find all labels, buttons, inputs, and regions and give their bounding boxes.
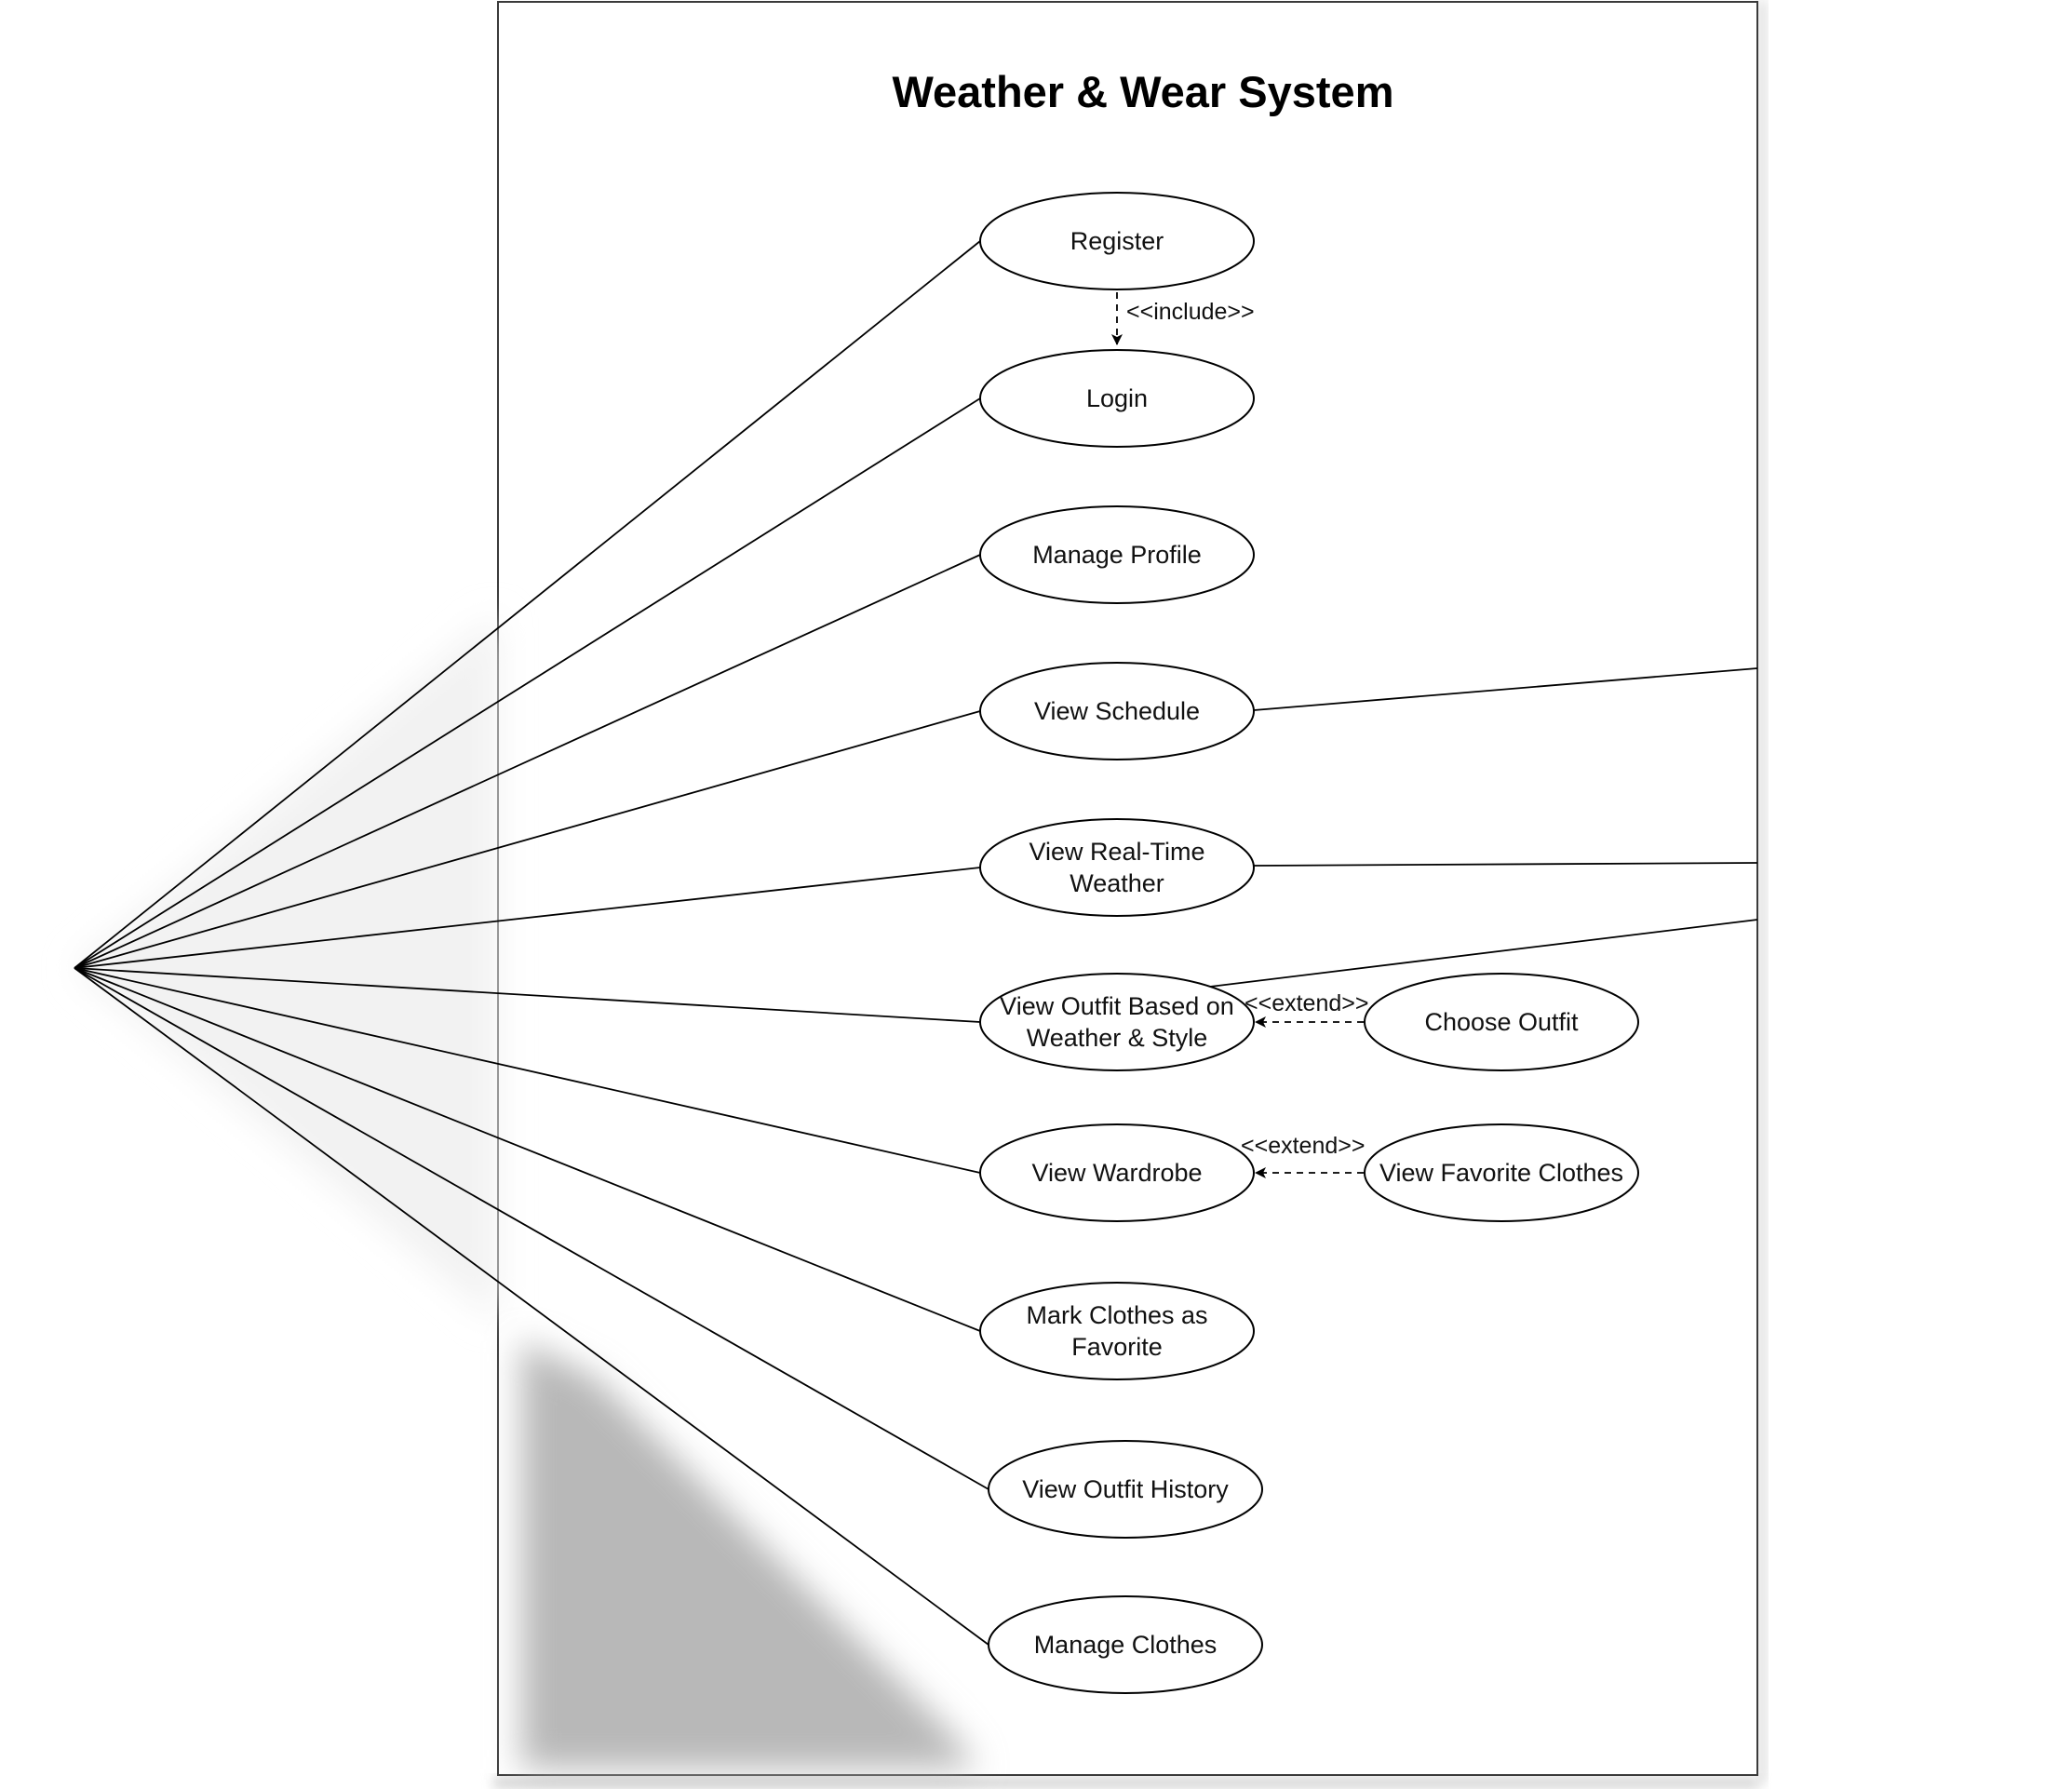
use-case-view-favorite-clothes[interactable]: View Favorite Clothes [1364, 1123, 1639, 1222]
use-case-label: Login [1086, 384, 1148, 412]
use-case-manage-profile[interactable]: Manage Profile [979, 505, 1255, 604]
association-manage-clothes [74, 967, 989, 1646]
dependency-lines [1111, 292, 1364, 1178]
use-case-label-line: Manage Clothes [1034, 1631, 1218, 1659]
use-case-label: Mark Clothes as Favorite [1026, 1301, 1207, 1361]
association-view-realtime-weather [74, 867, 981, 969]
use-case-label-line: View Wardrobe [1031, 1159, 1202, 1187]
page-shadow [493, 0, 1767, 1789]
page-curl-shadow [521, 1340, 977, 1769]
use-case-label-line: Weather & Style [1027, 1024, 1208, 1052]
use-case-label: View Outfit Based on Weather & Style [1000, 992, 1234, 1052]
use-case-label: View Schedule [1034, 697, 1200, 725]
association-view-outfit [74, 967, 981, 1023]
use-case-label-line: Manage Profile [1032, 541, 1202, 569]
use-case-view-outfit-history[interactable]: View Outfit History [988, 1440, 1263, 1539]
use-case-label: Manage Clothes [1034, 1631, 1218, 1659]
use-case-view-outfit[interactable]: View Outfit Based on Weather & Style [979, 973, 1255, 1071]
use-case-view-schedule[interactable]: View Schedule [979, 662, 1255, 760]
association-right-view-outfit [1209, 919, 1758, 988]
system-title: Weather & Wear System [893, 67, 1394, 116]
external-association-lines [1209, 667, 1758, 988]
association-view-outfit-history [74, 967, 989, 1490]
use-case-manage-clothes[interactable]: Manage Clothes [988, 1595, 1263, 1694]
use-case-label: View Favorite Clothes [1379, 1159, 1623, 1187]
use-case-label-line: View Real-Time [1029, 838, 1204, 866]
use-case-choose-outfit[interactable]: Choose Outfit [1364, 973, 1639, 1071]
association-manage-profile [74, 554, 981, 969]
actor-association-lines [74, 240, 989, 1646]
include-label: <<include>> [1126, 299, 1255, 325]
use-case-label-line: View Outfit History [1022, 1475, 1229, 1503]
fold-shadow [74, 614, 498, 1322]
association-login [74, 397, 981, 969]
use-case-label-line: View Schedule [1034, 697, 1200, 725]
use-case-login[interactable]: Login [979, 349, 1255, 448]
use-case-label-line: Mark Clothes as [1026, 1301, 1207, 1329]
use-case-label: Choose Outfit [1424, 1008, 1579, 1036]
use-case-label-line: Login [1086, 384, 1148, 412]
use-case-label: View Outfit History [1022, 1475, 1229, 1503]
use-case-label: Manage Profile [1032, 541, 1202, 569]
association-mark-favorite [74, 967, 981, 1332]
use-case-label-line: Favorite [1071, 1333, 1163, 1361]
use-case-label: View Wardrobe [1031, 1159, 1202, 1187]
use-case-label-line: Weather [1070, 869, 1164, 897]
association-view-schedule [74, 710, 981, 969]
association-register [74, 240, 981, 969]
association-view-wardrobe [74, 967, 981, 1174]
use-case-label-line: View Outfit Based on [1000, 992, 1234, 1020]
use-case-view-wardrobe[interactable]: View Wardrobe [979, 1123, 1255, 1222]
use-case-register[interactable]: Register [979, 192, 1255, 290]
use-cases: Register Login Manage Profile View Sched… [979, 192, 1639, 1694]
use-case-label-line: Choose Outfit [1424, 1008, 1579, 1036]
use-case-label-line: View Favorite Clothes [1379, 1159, 1623, 1187]
use-case-mark-favorite[interactable]: Mark Clothes as Favorite [979, 1282, 1255, 1380]
extend-label-choose-outfit: <<extend>> [1245, 990, 1368, 1016]
extend-label-favorite-clothes: <<extend>> [1241, 1133, 1365, 1159]
association-right-view-realtime-weather [1253, 862, 1758, 867]
use-case-label-line: Register [1070, 227, 1164, 255]
association-right-view-schedule [1253, 667, 1758, 711]
use-case-label: Register [1070, 227, 1164, 255]
